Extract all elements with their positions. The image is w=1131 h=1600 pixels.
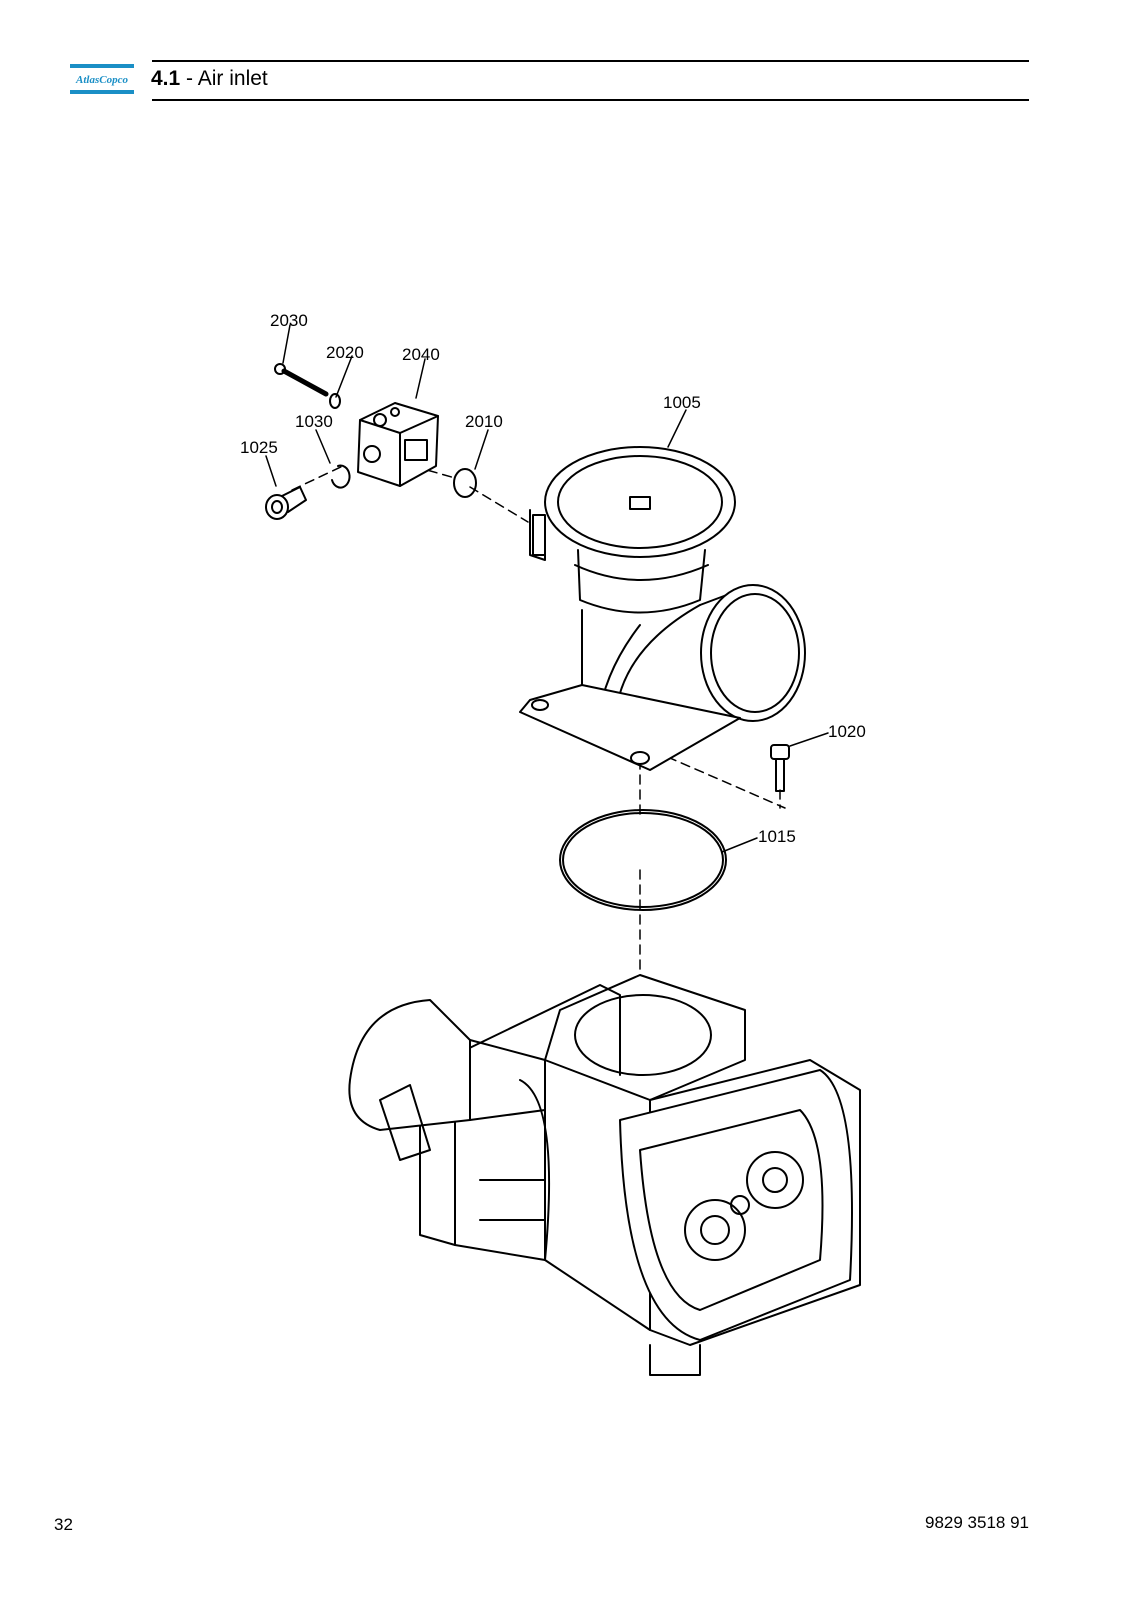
- section-title: Air inlet: [197, 67, 268, 90]
- document-number: 9829 3518 91: [925, 1513, 1029, 1532]
- callout-2040: 2040: [402, 345, 440, 364]
- page-title: 4.1 - Air inlet: [151, 66, 268, 92]
- callout-2020: 2020: [326, 343, 364, 362]
- atlas-copco-logo: AtlasCopco: [70, 64, 134, 94]
- callout-1005: 1005: [663, 393, 701, 412]
- header-rule-bottom: [152, 99, 1029, 101]
- page-number: 32: [54, 1515, 73, 1534]
- callout-2030: 2030: [270, 311, 308, 330]
- section-separator: -: [180, 67, 198, 90]
- header-rule-top: [152, 60, 1029, 62]
- callout-1015: 1015: [758, 827, 796, 846]
- callout-1030: 1030: [295, 412, 333, 431]
- callout-1025: 1025: [240, 438, 278, 457]
- section-number: 4.1: [151, 67, 181, 90]
- callout-2010: 2010: [465, 412, 503, 431]
- callout-1020: 1020: [828, 722, 866, 741]
- svg-text:AtlasCopco: AtlasCopco: [75, 74, 128, 86]
